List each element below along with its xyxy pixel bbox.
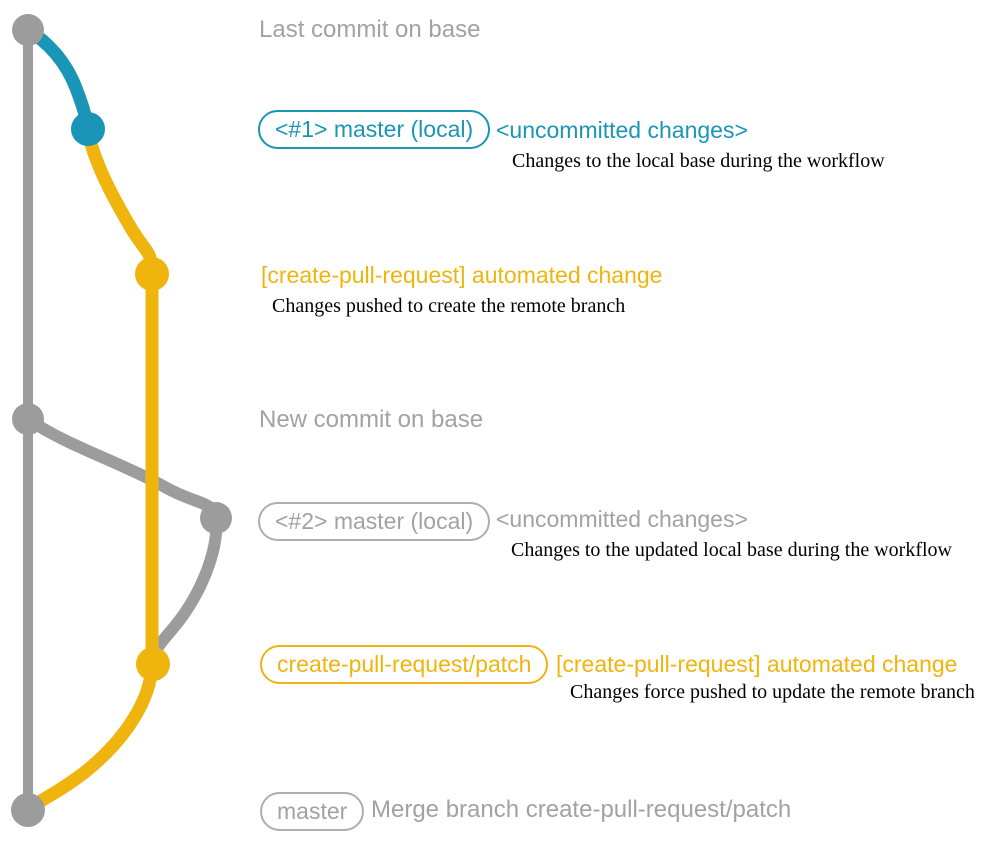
- branch-tag-master: master: [260, 792, 365, 831]
- annotation-last-commit-on-base: Last commit on base: [259, 16, 481, 43]
- commit-dot-local-master-2: [200, 502, 232, 534]
- commit-dot-local-master-1: [71, 112, 105, 146]
- local2-to-patch-curve: [147, 512, 223, 670]
- description-changes-pushed: Changes pushed to create the remote bran…: [272, 295, 626, 317]
- branch-tag-master-local-2: <#2> master (local): [258, 502, 491, 541]
- annotation-uncommitted-changes-1: <uncommitted changes>: [496, 117, 748, 143]
- base-to-local2-curve: [22, 413, 222, 524]
- commit-dot-last-base: [12, 14, 44, 46]
- annotation-automated-change-2: [create-pull-request] automated change: [556, 651, 958, 677]
- annotation-uncommitted-changes-2: <uncommitted changes>: [496, 506, 748, 532]
- commit-dot-merge: [11, 793, 45, 827]
- branch-tag-master-local-1: <#1> master (local): [258, 110, 491, 149]
- description-updated-local-base-changes: Changes to the updated local base during…: [511, 539, 952, 561]
- commit-dot-automated-change-1: [135, 257, 169, 291]
- annotation-merge-branch: Merge branch create-pull-request/patch: [371, 796, 792, 823]
- annotation-automated-change-1: [create-pull-request] automated change: [261, 262, 663, 288]
- commit-dot-new-base: [12, 403, 44, 435]
- annotation-new-commit-on-base: New commit on base: [259, 406, 484, 433]
- description-local-base-changes: Changes to the local base during the wor…: [512, 150, 885, 172]
- commit-dot-automated-change-2: [136, 647, 170, 681]
- description-changes-force-pushed: Changes force pushed to update the remot…: [570, 681, 975, 703]
- branch-tag-create-pull-request-patch: create-pull-request/patch: [260, 645, 549, 684]
